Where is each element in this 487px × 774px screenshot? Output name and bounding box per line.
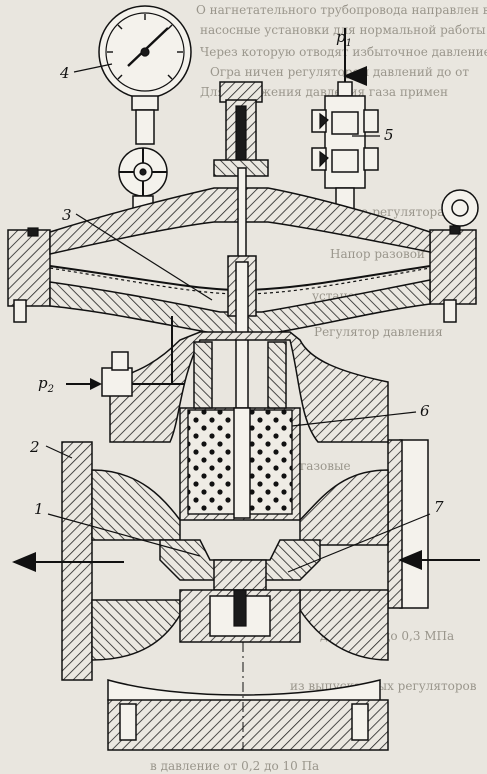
label-1: 1 [34, 500, 44, 518]
background-text-line: Через которую отводят избыточное давлени… [200, 45, 487, 59]
pilot-valve-block [311, 40, 379, 232]
label-3: 3 [62, 206, 72, 224]
diaphragm-chamber [7, 187, 479, 335]
adjusting-spring-housing [213, 81, 269, 177]
label-6: 6 [420, 402, 430, 420]
background-text-line: в давление от 0,2 до 10 Па [150, 759, 319, 773]
background-text-line: насосные установки для нормальной работы… [200, 23, 487, 37]
label-p2: p2 [38, 374, 54, 395]
callout-labels: 4 3 5 6 2 1 7 p1 p2 [29, 28, 444, 518]
flow-arrows [12, 28, 480, 572]
leader-lines [45, 63, 431, 573]
background-text-line: Огра ничен регулятором давлений до от [210, 65, 469, 79]
label-7: 7 [434, 498, 444, 516]
label-5: 5 [384, 126, 394, 144]
background-text-line: О нагнетательного трубопровода направлен… [196, 3, 487, 17]
pressure-gauge [98, 5, 192, 145]
label-2: 2 [29, 438, 40, 456]
background-text-line: Регулятор давления [314, 325, 443, 339]
background-text-line: газовые [300, 459, 351, 473]
background-text-line: Напор разовой [330, 247, 425, 261]
label-p1: p1 [336, 28, 352, 49]
label-4: 4 [59, 64, 70, 82]
